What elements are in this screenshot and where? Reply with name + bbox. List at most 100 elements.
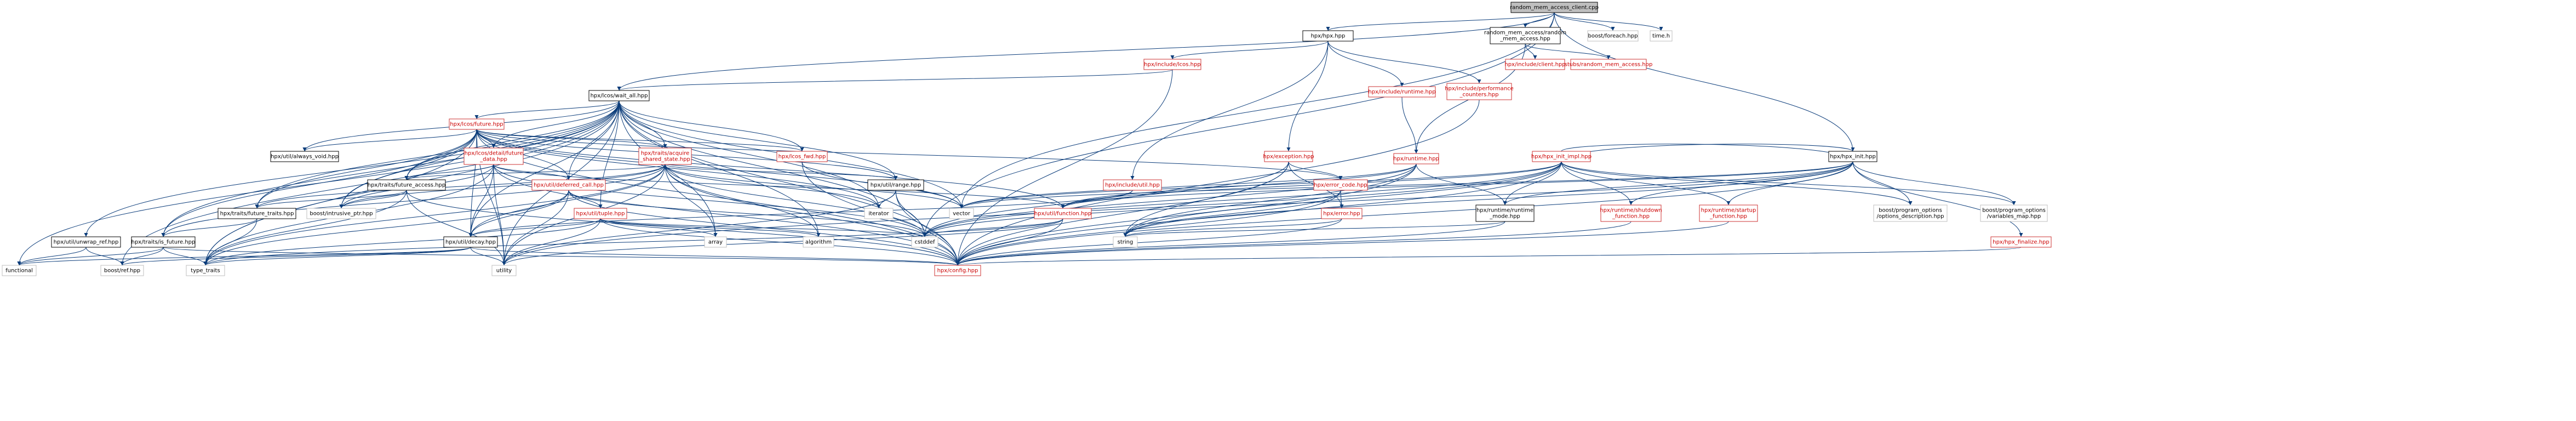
node-box xyxy=(2,265,37,276)
edge-traits_acquire-to-future_access xyxy=(404,164,666,180)
node-lcos_hpp[interactable]: hpx/include/lcos.hpp xyxy=(1143,59,1201,70)
node-hpx_init[interactable]: hpx/hpx_init.hpp xyxy=(1828,151,1877,162)
node-rma_hpp[interactable]: random_mem_access/random_mem_access.hpp xyxy=(1484,27,1566,44)
edge-util_function-to-cstddef xyxy=(923,218,1063,237)
edge-hpx_init-to-shutdown_fn xyxy=(1629,161,1853,206)
node-wait_all[interactable]: hpx/lcos/wait_all.hpp xyxy=(588,90,650,101)
node-box xyxy=(588,90,650,101)
node-future_access[interactable]: hpx/traits/future_access.hpp xyxy=(367,179,446,191)
node-box xyxy=(443,236,498,248)
node-stubs_rma[interactable]: stubs/random_mem_access.hpp xyxy=(1565,59,1653,70)
node-label: cstddef xyxy=(915,240,935,246)
node-traits_acquire[interactable]: hpx/traits/acquire_shared_state.hpp xyxy=(638,147,692,165)
node-detail_future_data[interactable]: hpx/lcos/detail/future_data.hpp xyxy=(463,147,524,165)
edge-traits_acquire-to-util_range xyxy=(665,164,898,180)
node-box xyxy=(1264,151,1313,162)
node-include_runtime[interactable]: hpx/include/runtime.hpp xyxy=(1368,86,1436,98)
node-startup_fn[interactable]: hpx/runtime/startup_function.hpp xyxy=(1699,204,1758,222)
edge-root-to-hpx_init xyxy=(1554,12,1855,152)
edge-future_traits-to-is_future xyxy=(161,218,257,237)
node-future_traits[interactable]: hpx/traits/future_traits.hpp xyxy=(217,208,296,219)
node-label: vector xyxy=(953,211,971,217)
edge-util_decay-to-boost_ref xyxy=(120,247,471,266)
edge-lcos_future-to-traits_acquire xyxy=(476,129,667,149)
node-string[interactable]: string xyxy=(1113,236,1138,248)
node-label: hpx/lcos/future.hpp xyxy=(450,122,503,128)
edge-error_hpp-to-config_hpp xyxy=(955,218,1342,266)
edge-hpx_finalize-to-config_hpp xyxy=(956,247,2022,266)
node-lcos_future[interactable]: hpx/lcos/future.hpp xyxy=(449,118,505,130)
node-error_code[interactable]: hpx/error_code.hpp xyxy=(1313,179,1368,191)
node-utility[interactable]: utility xyxy=(491,265,517,276)
node-label: hpx/util/always_void.hpp xyxy=(271,154,339,160)
node-util_function[interactable]: hpx/util/function.hpp xyxy=(1034,208,1092,219)
node-label: hpx/error_code.hpp xyxy=(1314,183,1367,189)
node-perf_counters[interactable]: hpx/include/performance_counters.hpp xyxy=(1445,83,1514,100)
node-array[interactable]: array xyxy=(704,236,727,248)
edge-future_access-to-utility xyxy=(406,190,506,266)
node-algorithm[interactable]: algorithm xyxy=(803,236,834,248)
node-box xyxy=(934,265,981,276)
node-box xyxy=(1103,179,1162,191)
node-po_desc[interactable]: boost/program_options/options_descriptio… xyxy=(1873,204,1948,222)
node-include_util[interactable]: hpx/include/util.hpp xyxy=(1103,179,1162,191)
edge-util_function-to-config_hpp xyxy=(955,218,1063,266)
node-label: /variables_map.hpp xyxy=(1987,214,2041,220)
node-config_hpp[interactable]: hpx/config.hpp xyxy=(934,265,981,276)
node-exception_hpp[interactable]: hpx/exception.hpp xyxy=(1263,151,1314,162)
node-hpx_hpp[interactable]: hpx/hpx.hpp xyxy=(1302,30,1354,42)
node-is_future[interactable]: hpx/traits/is_future.hpp xyxy=(131,236,196,248)
node-runtime_hpp[interactable]: hpx/runtime.hpp xyxy=(1393,153,1439,164)
node-deferred_call[interactable]: hpx/util/deferred_call.hpp xyxy=(531,179,606,191)
edge-hpx_init-to-string xyxy=(1123,161,1853,237)
node-root[interactable]: random_mem_access_client.cpp xyxy=(1510,2,1599,13)
edge-detail_future_data-to-cstddef xyxy=(493,164,927,237)
node-vector[interactable]: vector xyxy=(949,208,974,219)
node-box xyxy=(1650,30,1673,42)
node-iterator[interactable]: iterator xyxy=(864,208,894,219)
node-label: hpx/lcos/detail/future xyxy=(465,151,523,157)
edge-root-to-time_h xyxy=(1554,12,1663,31)
edge-hpx_init_impl-to-startup_fn xyxy=(1561,161,1731,206)
edge-util_range-to-cstddef xyxy=(895,190,927,237)
edge-traits_acquire-to-config_hpp xyxy=(665,164,960,266)
node-cstddef[interactable]: cstddef xyxy=(911,236,938,248)
node-intrusive_ptr[interactable]: boost/intrusive_ptr.hpp xyxy=(306,208,376,219)
node-label: time.h xyxy=(1652,33,1670,39)
node-util_range[interactable]: hpx/util/range.hpp xyxy=(867,179,924,191)
node-label: _counters.hpp xyxy=(1459,92,1499,98)
edge-hpx_init_impl-to-string xyxy=(1123,161,1562,237)
node-po_vmap[interactable]: boost/program_options/variables_map.hpp xyxy=(1980,204,2048,222)
node-util_decay[interactable]: hpx/util/decay.hpp xyxy=(443,236,498,248)
edge-runtime_mode-to-config_hpp xyxy=(955,221,1505,266)
edge-hpx_init-to-vector xyxy=(959,161,1853,209)
edge-lcos_future-to-util_function xyxy=(476,129,1065,209)
node-unwrap_ref[interactable]: hpx/util/unwrap_ref.hpp xyxy=(51,236,121,248)
edge-wait_all-to-detail_future_data xyxy=(491,100,620,149)
edge-lcos_future-to-util_decay xyxy=(468,129,477,237)
node-label: _data.hpp xyxy=(479,157,507,163)
edge-hpx_init-to-hpx_init_impl xyxy=(1559,144,1853,162)
node-box xyxy=(1321,208,1363,219)
node-boost_ref[interactable]: boost/ref.hpp xyxy=(100,265,144,276)
node-hpx_init_impl[interactable]: hpx/hpx_init_impl.hpp xyxy=(1531,151,1592,162)
node-shutdown_fn[interactable]: hpx/runtime/shutdown_function.hpp xyxy=(1600,204,1662,222)
node-error_hpp[interactable]: hpx/error.hpp xyxy=(1321,208,1363,219)
edge-hpx_hpp-to-exception_hpp xyxy=(1286,41,1329,152)
node-runtime_mode[interactable]: hpx/runtime/runtime_mode.hpp xyxy=(1475,204,1535,222)
node-functional[interactable]: functional xyxy=(2,265,37,276)
edge-include_util-to-util_function xyxy=(1061,190,1133,209)
node-hpx_finalize[interactable]: hpx/hpx_finalize.hpp xyxy=(1990,236,2052,248)
node-always_void[interactable]: hpx/util/always_void.hpp xyxy=(270,151,339,162)
node-type_traits[interactable]: type_traits xyxy=(186,265,225,276)
node-include_client[interactable]: hpx/include/client.hpp xyxy=(1504,59,1566,70)
edge-lcos_future-to-always_void xyxy=(302,129,477,152)
node-util_tuple[interactable]: hpx/util/tuple.hpp xyxy=(574,208,627,219)
edge-util_function-to-utility xyxy=(502,218,1063,266)
node-boost_foreach[interactable]: boost/foreach.hpp xyxy=(1587,30,1639,42)
node-lcos_fwd[interactable]: hpx/lcos_fwd.hpp xyxy=(776,151,828,162)
edge-exception_hpp-to-config_hpp xyxy=(955,161,1289,266)
node-box xyxy=(1490,27,1561,44)
edge-traits_acquire-to-iterator xyxy=(665,164,881,209)
node-time_h[interactable]: time.h xyxy=(1650,30,1673,42)
